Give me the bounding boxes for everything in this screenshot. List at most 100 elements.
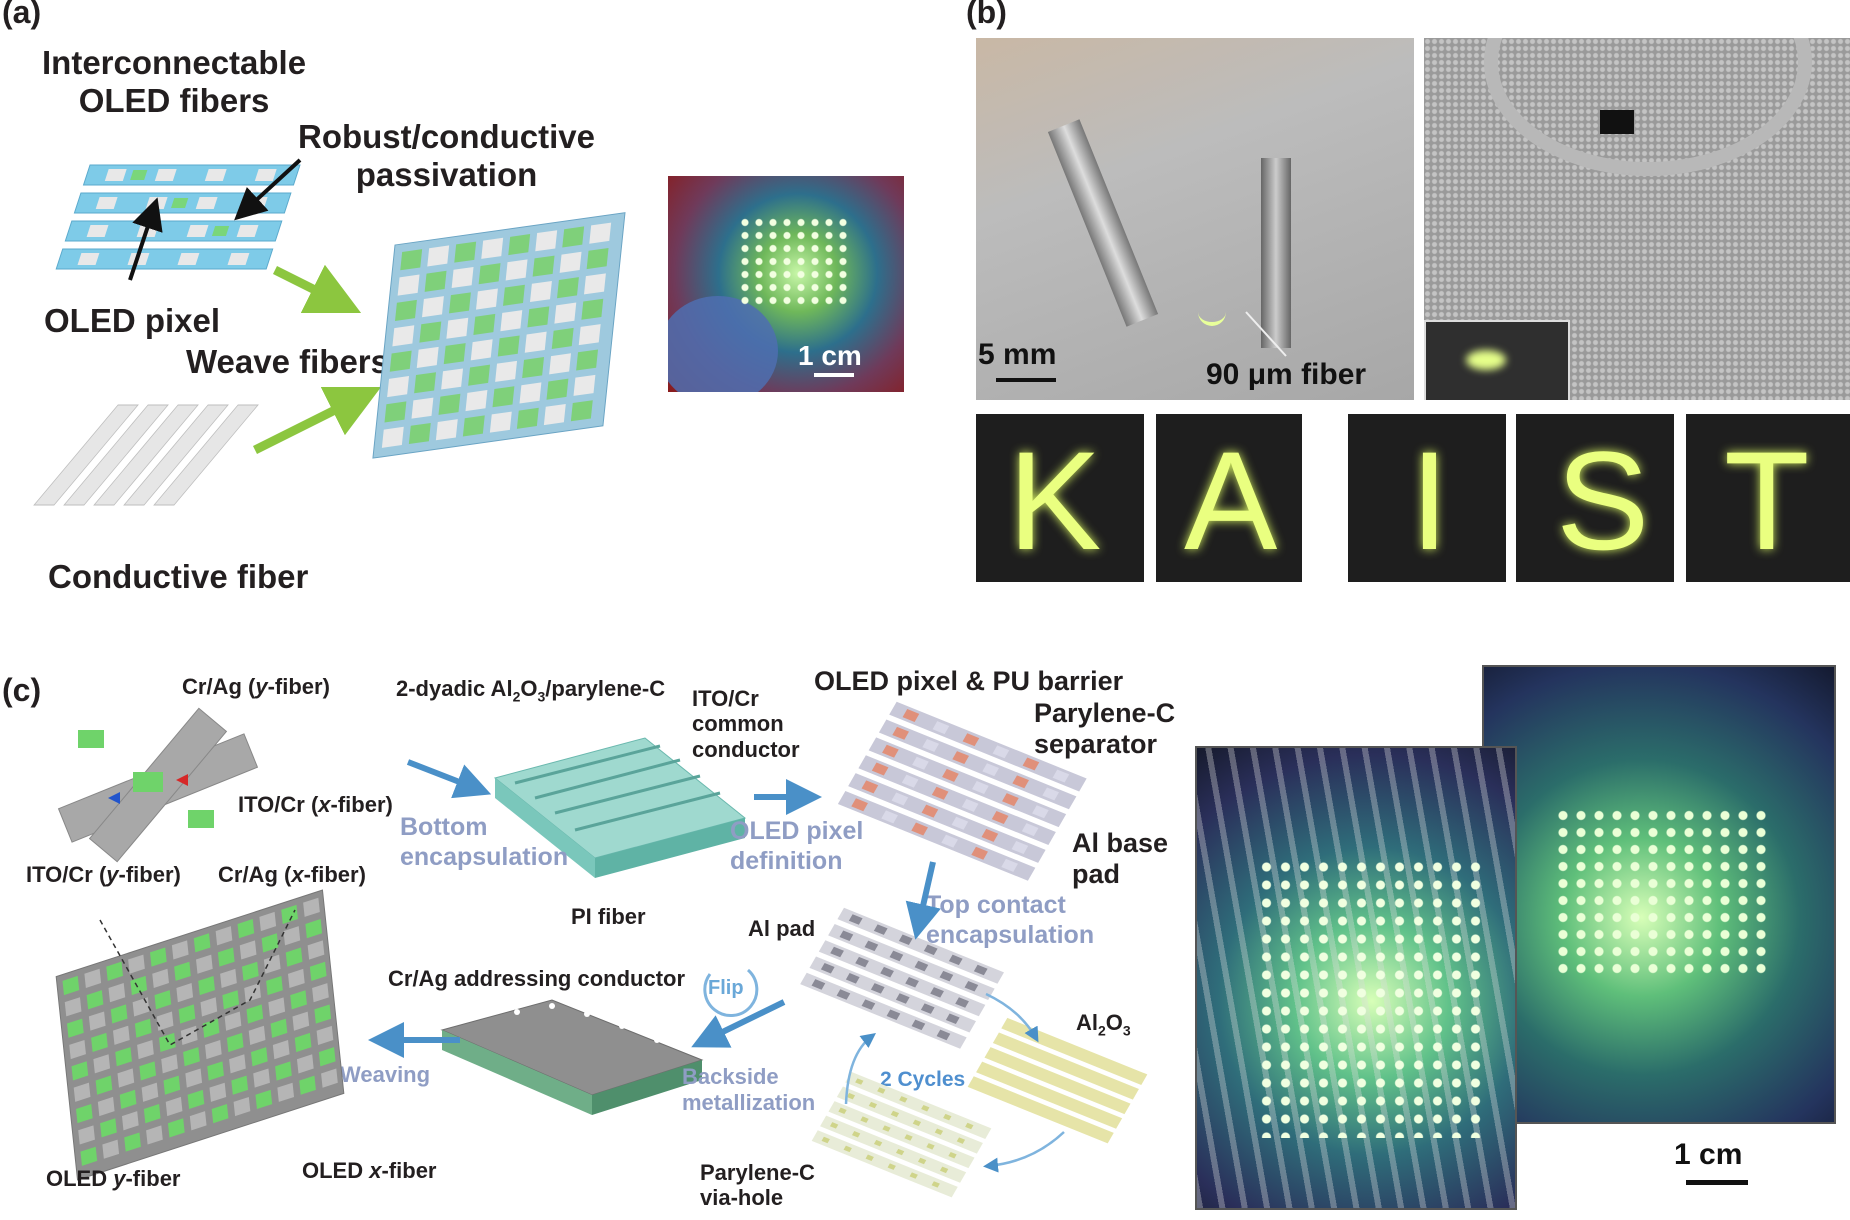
mat-cell	[121, 1111, 139, 1131]
mat-cell	[441, 368, 464, 390]
via-hole	[939, 1166, 949, 1174]
mat-cell	[551, 327, 574, 349]
photo-c-scale-label: 1 cm	[1674, 1138, 1743, 1171]
mat-cell	[389, 350, 412, 372]
mat-cell	[215, 926, 233, 946]
photo-shirt	[1424, 38, 1850, 400]
glow-dots	[738, 216, 848, 306]
mat-cell	[473, 313, 496, 335]
panel-a-letter: (a)	[2, 0, 42, 30]
pad-cell	[861, 999, 876, 1010]
mat-cell	[152, 968, 169, 988]
via-hole	[877, 1087, 886, 1094]
mat-cell	[73, 1082, 91, 1102]
pad-cell	[889, 950, 904, 962]
mat-cell	[500, 310, 523, 332]
mat-cell	[449, 292, 471, 314]
mat-cell	[154, 990, 172, 1010]
mat-cell	[241, 961, 259, 981]
mat-cell	[395, 299, 417, 321]
pad-cell	[939, 970, 954, 982]
mat-cell	[275, 1061, 292, 1081]
mat-cell	[438, 393, 461, 415]
mat-cell	[128, 954, 145, 974]
pad-cell	[920, 1003, 935, 1014]
pixel-cell	[901, 774, 919, 788]
weave-fibers-label: Weave fibers	[186, 343, 389, 380]
fiber-row	[984, 1047, 1131, 1115]
mat-cell	[270, 1018, 288, 1038]
oled-y-label: OLED y-fiber	[46, 1166, 181, 1191]
mat-cell	[268, 997, 286, 1017]
pixel-cell	[962, 733, 980, 747]
mat-cell	[508, 234, 531, 256]
mat-cell	[462, 415, 485, 437]
mat-cell	[196, 954, 213, 974]
mat-cell	[435, 419, 458, 441]
mat-cell	[137, 1039, 154, 1060]
glow-dots-front	[1257, 858, 1487, 1138]
mat-cell	[115, 1047, 132, 1067]
mat-cell	[299, 1075, 316, 1095]
photo-b-scale-bar	[996, 378, 1056, 382]
mat-cell	[397, 274, 420, 296]
mat-cell	[163, 1075, 181, 1095]
pad-cell	[964, 980, 979, 992]
mat-cell	[381, 426, 404, 448]
pixel-cell	[1012, 775, 1029, 789]
mat-cell	[589, 222, 612, 244]
pixel-cell	[891, 792, 909, 806]
mat-cell	[543, 404, 566, 426]
mat-cell	[578, 324, 601, 346]
mat-cell	[112, 1025, 130, 1045]
mat-cell	[492, 386, 515, 408]
mat-cell	[119, 1089, 137, 1109]
mat-cell	[207, 1061, 224, 1081]
via-hole	[912, 1119, 922, 1127]
via-hole	[851, 1131, 861, 1138]
mat-cell	[562, 226, 585, 248]
panel-c-letter: (c)	[2, 672, 42, 708]
mat-cell	[557, 277, 579, 299]
fiber-row	[967, 1076, 1114, 1144]
robust-passivation-label: Robust/conductive passivation	[298, 118, 596, 193]
mat-cell	[285, 947, 303, 967]
mat-cell	[554, 302, 577, 324]
via-hole	[882, 1125, 891, 1132]
mat-cell	[165, 1096, 183, 1117]
mat-cell	[253, 1068, 270, 1088]
pad-cell	[870, 983, 885, 994]
via-hole	[895, 1148, 905, 1156]
mat-cell	[281, 904, 298, 924]
mat-cell	[62, 975, 80, 996]
via-hole	[943, 1113, 952, 1121]
mat-cell	[272, 1040, 290, 1060]
pixel-cell	[922, 738, 939, 752]
mat-cell	[427, 245, 450, 267]
pixel-cell	[971, 846, 988, 860]
shirt-label	[1600, 110, 1634, 134]
mat-cell	[261, 933, 279, 953]
mat-cell	[250, 1047, 268, 1067]
pad-cell	[820, 962, 835, 974]
oled-x-label: OLED x-fiber	[302, 1158, 437, 1183]
pad-cell	[864, 940, 879, 952]
mat-cell	[139, 1061, 157, 1081]
mat-cell	[314, 1004, 332, 1024]
mat-cell	[204, 1040, 222, 1060]
mat-cell	[277, 1082, 295, 1102]
pixel-cell	[932, 721, 950, 735]
panel-b-letter: (b)	[966, 0, 1007, 30]
photo-b-scale-label: 5 mm	[978, 338, 1057, 371]
tile-k-glyph: K	[1008, 422, 1102, 579]
mat-cell	[88, 1011, 106, 1031]
pad-cell	[848, 914, 863, 925]
mat-cell	[468, 364, 491, 386]
tile-t-glyph: T	[1724, 422, 1810, 579]
mat-cell	[130, 975, 148, 996]
mat-cell	[478, 263, 501, 285]
pad-cell	[811, 979, 826, 990]
